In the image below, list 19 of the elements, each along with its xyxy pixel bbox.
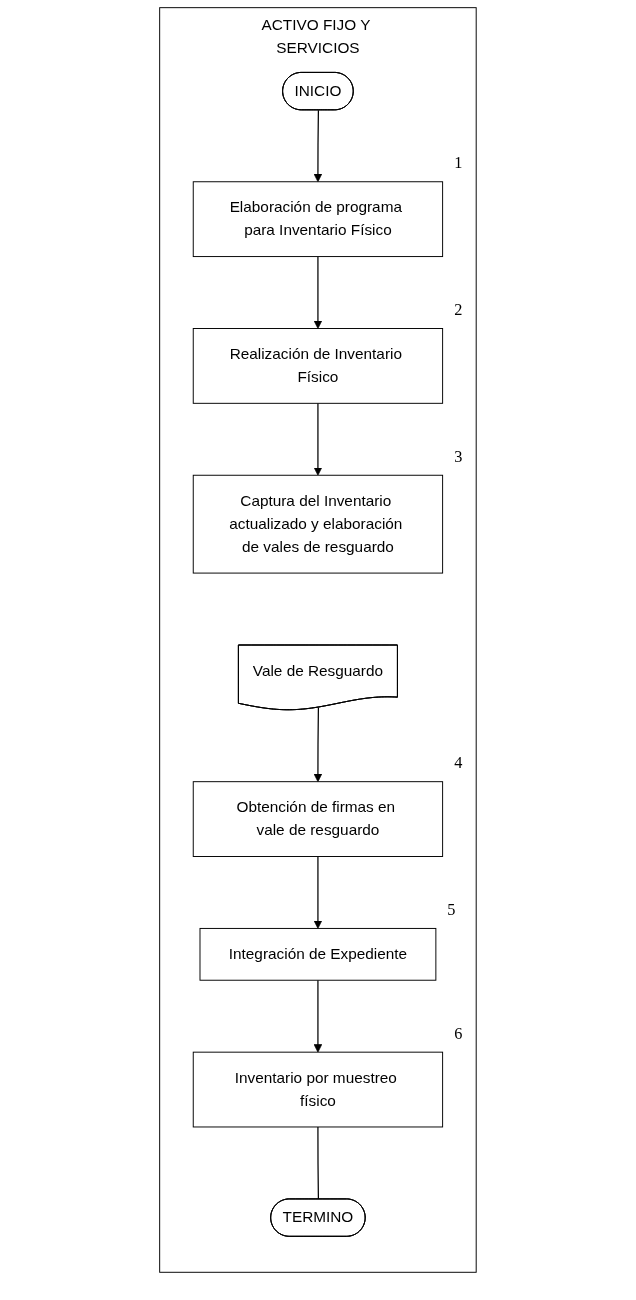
arrow (313, 706, 323, 783)
node-box: Obtención de firmas en vale de resguardo (192, 781, 444, 857)
step-number: 1 (454, 153, 463, 173)
node-box: Elaboración de programa para Inventario Físico (192, 181, 444, 258)
arrow (313, 855, 323, 929)
node-box: Inventario por muestreo físico (192, 1051, 444, 1128)
node-box: Integración de Expediente (199, 927, 437, 981)
step-number: 5 (447, 900, 456, 919)
arrow (313, 109, 323, 183)
arrow (313, 255, 323, 329)
arrow (313, 402, 323, 476)
node-box: Captura del Inventario actualizado y elaboración de vales de resguardo (192, 474, 444, 574)
node-box: Realización de Inventario Físico (192, 328, 444, 404)
connector (317, 1126, 320, 1200)
step-number: 4 (454, 753, 463, 773)
step-number: 2 (454, 300, 463, 320)
step-number: 3 (454, 446, 463, 466)
step-number: 6 (454, 1023, 463, 1043)
arrow (313, 979, 323, 1053)
